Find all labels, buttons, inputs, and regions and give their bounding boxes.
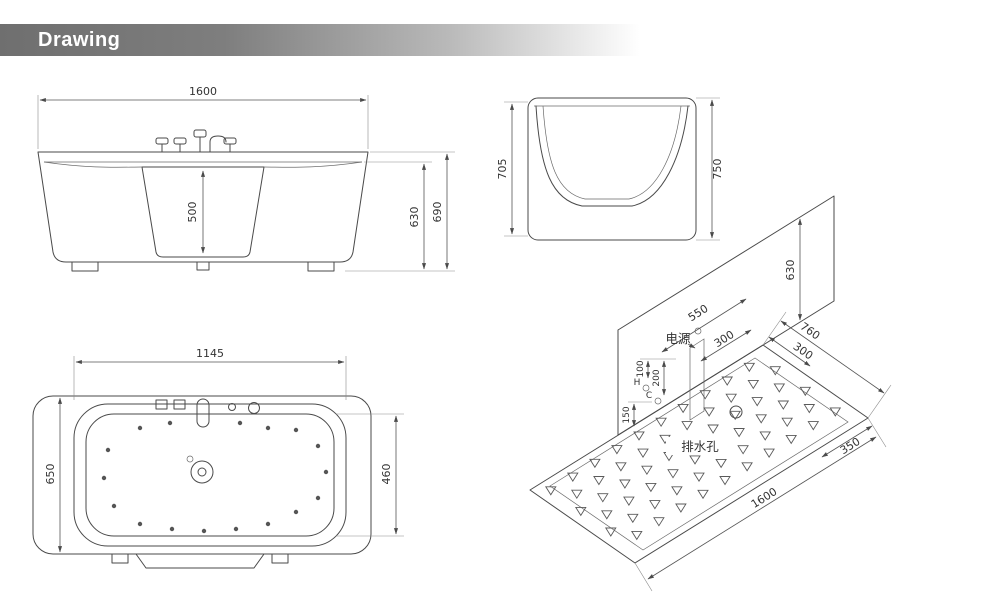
front-dimensions: 1600 500 630 690 (37, 85, 455, 272)
dim-power-offset-a: 550 (686, 302, 711, 324)
plan-faucet (155, 398, 260, 428)
page-title: Drawing (38, 28, 121, 51)
isometric-view: 排水孔 630 550 电源 300 100 200 H C (529, 195, 892, 592)
front-faucet (155, 129, 237, 153)
dim-inner-depth: 500 (186, 202, 199, 223)
dim-panel-height: 630 (784, 260, 797, 281)
plan-view: 1145 650 460 (32, 347, 404, 569)
plan-jets (101, 420, 329, 534)
side-section-view: 705 750 (496, 97, 724, 241)
dim-side-edge-offset: 350 (838, 435, 863, 457)
dim-top-edge-offset: 300 (791, 340, 816, 363)
dim-basin-length: 1145 (196, 347, 224, 360)
section-header-banner: Drawing (0, 24, 640, 56)
side-tub-outline (527, 97, 697, 241)
front-feet (71, 261, 335, 272)
dim-side-right-height: 750 (711, 159, 724, 180)
cold-water-label: C (646, 391, 652, 401)
plan-base (111, 553, 289, 569)
plan-drain (186, 455, 214, 484)
dim-basin-width: 460 (380, 464, 393, 485)
front-elevation-view: 1600 500 630 690 (37, 85, 455, 272)
dim-overall-width: 1600 (189, 85, 217, 98)
dim-overall-height: 690 (431, 202, 444, 223)
dim-plan-outer-width: 650 (44, 464, 57, 485)
dim-100: 100 (636, 360, 646, 377)
dim-rim-height: 630 (408, 207, 421, 228)
dim-150: 150 (622, 406, 632, 423)
dim-top-edge-width: 760 (798, 320, 823, 343)
front-tub-outline (37, 151, 369, 263)
drain-label-group: 排水孔 (666, 437, 734, 455)
power-supply-label: 电源 (665, 331, 691, 346)
side-dimensions: 705 750 (496, 97, 724, 241)
dim-side-left-height: 705 (496, 159, 509, 180)
drain-holes-label: 排水孔 (681, 439, 719, 454)
hot-water-label: H (634, 378, 641, 388)
plan-dimensions: 1145 650 460 (44, 347, 404, 553)
dim-200: 200 (652, 369, 662, 386)
